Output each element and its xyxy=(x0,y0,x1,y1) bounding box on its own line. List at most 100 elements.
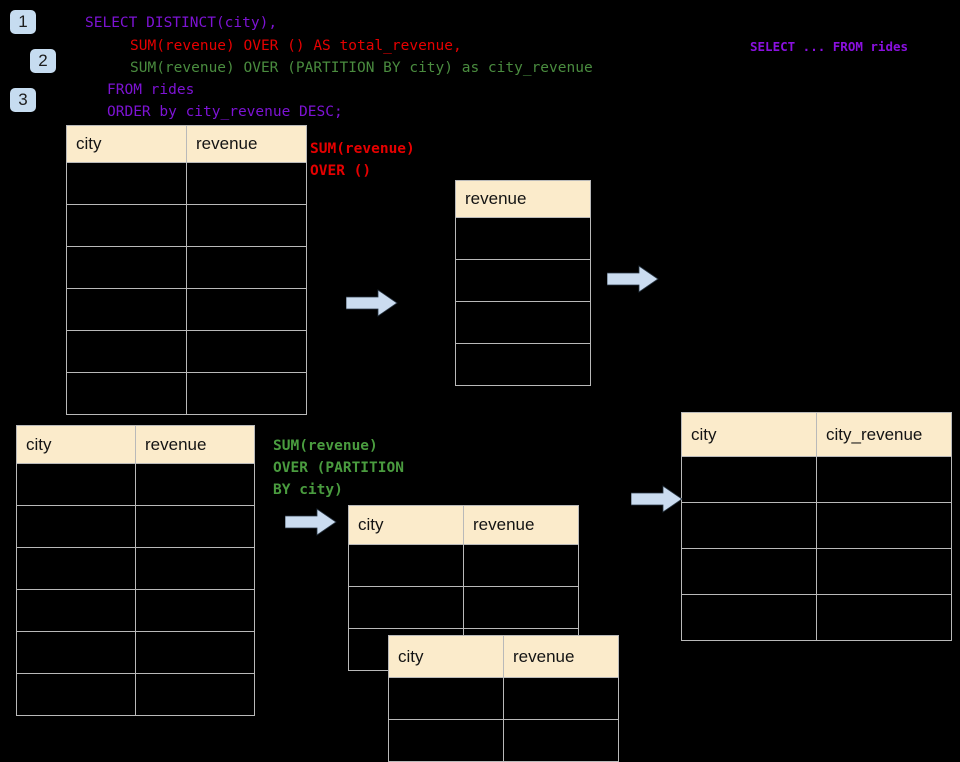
table-row xyxy=(16,463,255,506)
table-row xyxy=(66,204,307,247)
table-header-row: city city_revenue xyxy=(681,412,952,457)
table-row xyxy=(66,162,307,205)
table-row xyxy=(66,288,307,331)
table-row xyxy=(455,259,591,302)
column-header-revenue: revenue xyxy=(186,125,307,163)
arrow-right-icon xyxy=(285,508,337,536)
cell-city xyxy=(66,372,187,415)
column-header-city: city xyxy=(681,412,817,457)
table-row xyxy=(455,343,591,386)
cell-revenue xyxy=(186,288,307,331)
column-header-city: city xyxy=(388,635,504,678)
column-header-revenue: revenue xyxy=(503,635,619,678)
table-row xyxy=(66,330,307,373)
cell-revenue xyxy=(463,586,579,629)
cell-revenue xyxy=(186,372,307,415)
column-header-city: city xyxy=(16,425,136,464)
cell-city xyxy=(16,631,136,674)
table-row xyxy=(66,246,307,289)
cell-city xyxy=(16,673,136,716)
cell-city xyxy=(66,330,187,373)
table-total-revenue: revenue xyxy=(455,180,591,386)
cell-revenue xyxy=(455,259,591,302)
table-header-row: city revenue xyxy=(16,425,255,464)
table-row xyxy=(681,594,952,641)
table-header-row: city revenue xyxy=(348,505,579,545)
cell-city xyxy=(16,463,136,506)
cell-city xyxy=(681,548,817,595)
table-final-result: city city_revenue xyxy=(681,412,952,641)
table-header-row: city revenue xyxy=(388,635,619,678)
arrow-right-icon xyxy=(346,289,398,317)
table-row xyxy=(348,544,579,587)
cell-revenue xyxy=(135,547,255,590)
sql-line-from-rides: FROM rides xyxy=(107,82,195,98)
cell-revenue xyxy=(135,505,255,548)
cell-revenue xyxy=(135,673,255,716)
table-row xyxy=(681,456,952,503)
cell-city xyxy=(681,594,817,641)
cell-city xyxy=(66,288,187,331)
cell-city xyxy=(16,505,136,548)
column-header-revenue: revenue xyxy=(463,505,579,545)
cell-city xyxy=(388,719,504,762)
column-header-revenue: revenue xyxy=(135,425,255,464)
cell-revenue xyxy=(503,677,619,720)
cell-city-revenue xyxy=(816,548,952,595)
table-partition-group-b: city revenue xyxy=(388,635,619,762)
table-row xyxy=(455,217,591,260)
sql-line-city-revenue: SUM(revenue) OVER (PARTITION BY city) as… xyxy=(130,60,593,76)
cell-city xyxy=(388,677,504,720)
table-row xyxy=(16,505,255,548)
cell-city xyxy=(681,456,817,503)
table-row xyxy=(681,548,952,595)
cell-revenue xyxy=(186,330,307,373)
cell-revenue xyxy=(455,217,591,260)
table-row xyxy=(348,586,579,629)
cell-revenue xyxy=(135,631,255,674)
cell-city xyxy=(681,502,817,549)
step-badge-1: 1 xyxy=(10,10,36,34)
table-row xyxy=(388,677,619,720)
table-source-rides: city revenue xyxy=(66,125,307,415)
arrow-right-icon xyxy=(631,485,683,513)
cell-revenue xyxy=(455,301,591,344)
cell-city xyxy=(16,589,136,632)
sql-line-total-revenue: SUM(revenue) OVER () AS total_revenue, xyxy=(130,38,462,54)
table-row xyxy=(16,547,255,590)
table-row xyxy=(16,673,255,716)
cell-city-revenue xyxy=(816,594,952,641)
column-header-city: city xyxy=(66,125,187,163)
cell-revenue xyxy=(186,246,307,289)
cell-city-revenue xyxy=(816,456,952,503)
cell-revenue xyxy=(186,162,307,205)
cell-city xyxy=(66,204,187,247)
annotation-sum-over-partition: SUM(revenue) OVER (PARTITION BY city) xyxy=(273,438,404,498)
cell-city xyxy=(66,246,187,289)
table-header-row: city revenue xyxy=(66,125,307,163)
cell-revenue xyxy=(455,343,591,386)
table-row xyxy=(455,301,591,344)
table-row xyxy=(16,589,255,632)
table-row xyxy=(66,372,307,415)
step-badge-3: 3 xyxy=(10,88,36,112)
table-row xyxy=(388,719,619,762)
cell-revenue xyxy=(135,589,255,632)
cell-city xyxy=(16,547,136,590)
sql-line-select-distinct: SELECT DISTINCT(city), xyxy=(85,15,278,31)
cell-revenue xyxy=(503,719,619,762)
table-source-rides-partitioned: city revenue xyxy=(16,425,255,716)
cell-revenue xyxy=(186,204,307,247)
sql-line-order-by: ORDER by city_revenue DESC; xyxy=(107,104,343,120)
step-badge-2: 2 xyxy=(30,49,56,73)
cell-city xyxy=(348,586,464,629)
cell-revenue xyxy=(135,463,255,506)
table-header-row: revenue xyxy=(455,180,591,218)
table-row xyxy=(16,631,255,674)
table-row xyxy=(681,502,952,549)
arrow-right-icon xyxy=(607,265,659,293)
annotation-sum-over-empty: SUM(revenue) OVER () xyxy=(310,141,415,179)
cell-city-revenue xyxy=(816,502,952,549)
cell-city xyxy=(66,162,187,205)
cell-revenue xyxy=(463,544,579,587)
